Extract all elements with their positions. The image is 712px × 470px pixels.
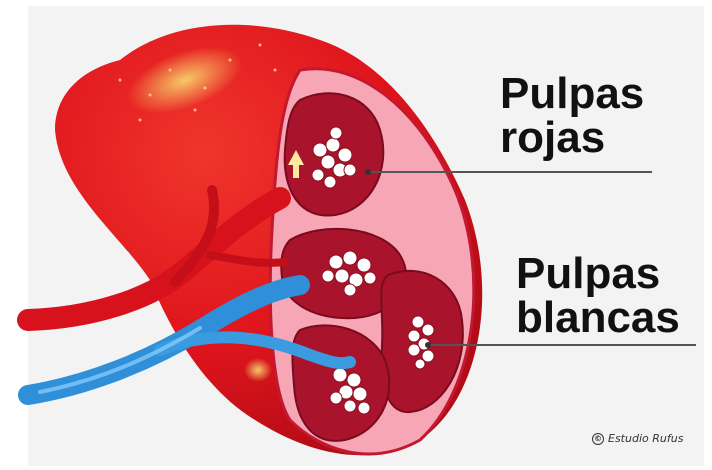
label-red-pulp: Pulpas rojas (500, 72, 644, 160)
copyright-icon: © (592, 433, 604, 445)
leader-dot-white-pulp (425, 342, 431, 348)
leader-dot-red-pulp (365, 169, 371, 175)
label-white-pulp: Pulpas blancas (516, 252, 680, 340)
credit: © Estudio Rufus (592, 432, 683, 445)
surface-highlight-small (244, 358, 272, 382)
credit-text: Estudio Rufus (608, 432, 683, 445)
